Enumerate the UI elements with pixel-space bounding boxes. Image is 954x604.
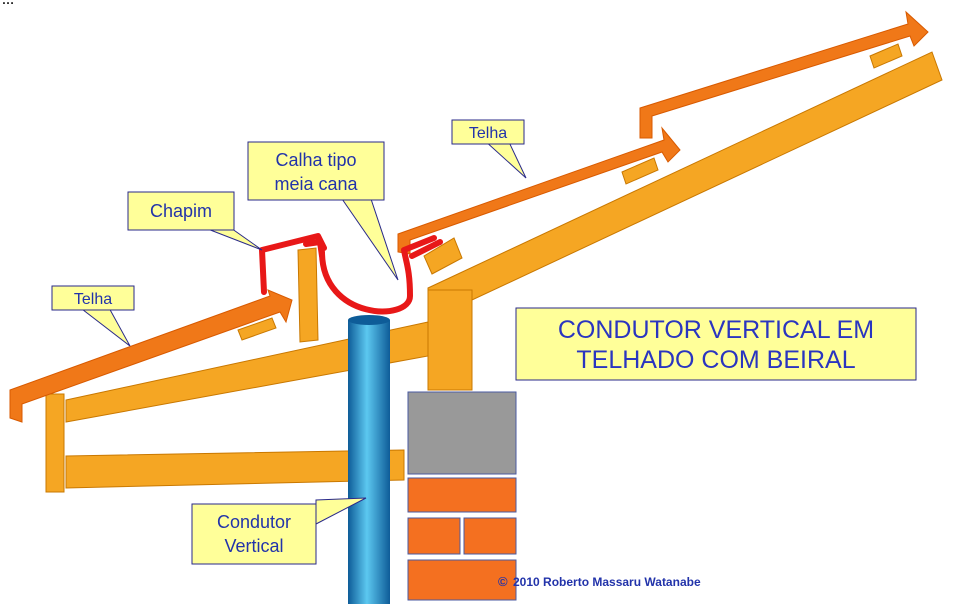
callout-telha-left: Telha — [51, 285, 135, 347]
calha-label-line1: Calha tipo — [275, 150, 356, 170]
telha-right-label: Telha — [469, 125, 507, 142]
calha-label-line2: meia cana — [274, 174, 358, 194]
half-round-gutter — [319, 235, 437, 315]
right-roof-tile-upper — [639, 10, 929, 139]
callout-calha: Calha tipo meia cana — [247, 141, 399, 281]
right-gutter-lip — [409, 239, 443, 259]
title-line1: CONDUTOR VERTICAL EM — [558, 316, 874, 344]
brick-wall — [407, 391, 517, 601]
title-line2: TELHADO COM BEIRAL — [576, 346, 855, 374]
gutter-flashing — [259, 233, 443, 315]
vertical-downpipe — [348, 315, 390, 604]
callout-telha-right: Telha — [451, 119, 527, 179]
callout-condutor: Condutor Vertical — [191, 497, 367, 565]
right-roof-tiles — [397, 10, 929, 255]
copyright-notice: © 2010 Roberto Massaru Watanabe — [498, 574, 701, 589]
telha-left-label: Telha — [74, 291, 112, 308]
brick-row-2-right — [463, 517, 517, 555]
condutor-label-line2: Vertical — [224, 536, 283, 556]
fascia-board — [45, 393, 65, 493]
condutor-label-line1: Condutor — [217, 512, 291, 532]
brick-row-1 — [407, 477, 517, 513]
parapet-post — [297, 247, 319, 343]
title-box: CONDUTOR VERTICAL EM TELHADO COM BEIRAL — [515, 307, 917, 381]
right-batten-3 — [869, 43, 903, 69]
brick-row-3 — [407, 559, 517, 601]
left-batten — [237, 317, 277, 341]
chapim-label: Chapim — [150, 201, 212, 221]
corner-fragment-text: … — [2, 0, 14, 7]
brick-row-2-left — [407, 517, 461, 555]
right-batten-2 — [621, 157, 659, 185]
left-roof-tile — [9, 289, 293, 423]
right-batten-1 — [423, 237, 463, 275]
callout-chapim: Chapim — [127, 191, 263, 251]
stone-block — [407, 391, 517, 475]
left-lower-beam — [65, 449, 405, 489]
wall-post — [427, 289, 473, 391]
pipe-top-opening — [348, 315, 390, 325]
copyright-text: 2010 Roberto Massaru Watanabe — [513, 575, 701, 589]
right-main-rafter — [427, 51, 943, 301]
right-roof-structure — [423, 43, 943, 391]
left-eave-structure — [45, 247, 429, 493]
copyright-symbol: © — [498, 574, 508, 589]
